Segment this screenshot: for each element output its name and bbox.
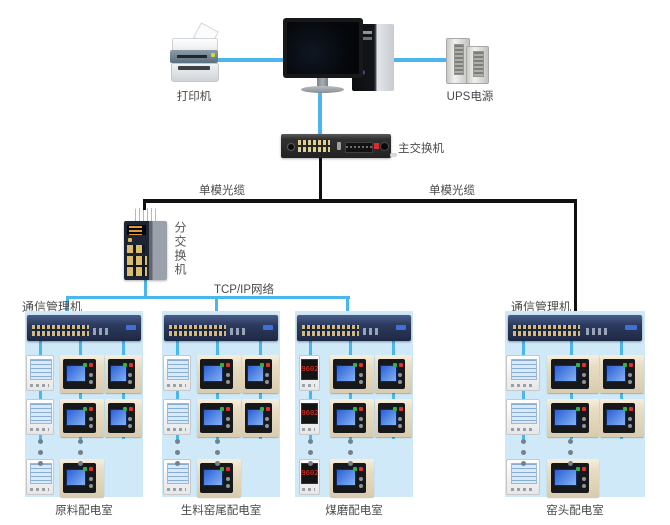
cable-main-switch-to-backbone xyxy=(319,156,322,202)
monitor-icon xyxy=(283,18,363,78)
room-label: 窑头配电室 xyxy=(546,505,604,517)
protection-relay-device xyxy=(600,399,644,437)
fiber-left-label: 单模光缆 xyxy=(199,185,245,197)
bus-drop-room1 xyxy=(66,298,69,315)
cable-pc-to-ups xyxy=(377,58,447,62)
distribution-room-2: 9602 9602 9602 xyxy=(162,311,280,518)
ellipsis-dots xyxy=(307,439,313,472)
comm-manager-device xyxy=(297,315,411,341)
ellipsis-dots xyxy=(520,439,526,472)
sub-switch-label: 分交换机 xyxy=(173,221,187,277)
protection-relay-device xyxy=(105,399,142,437)
room-label: 原料配电室 xyxy=(55,505,113,517)
protection-relay-device xyxy=(330,355,375,393)
printer-led xyxy=(211,53,215,57)
switch-led xyxy=(374,143,379,149)
distribution-room-panel: 9602 9602 9602 xyxy=(295,311,413,497)
comm-manager-ports xyxy=(301,325,359,336)
protection-relay-device xyxy=(105,355,142,393)
protection-relay-device xyxy=(60,399,105,437)
ellipsis-dots xyxy=(347,439,353,472)
power-meter-device: 9602 xyxy=(163,399,192,435)
protection-relay-device xyxy=(375,355,412,393)
protection-relay-device xyxy=(600,355,644,393)
protection-relay-device xyxy=(197,459,242,497)
power-meter-device: 9602 xyxy=(298,355,320,391)
protection-relay-device xyxy=(330,459,375,497)
ups-icon xyxy=(446,38,496,84)
sub-switch-terminal xyxy=(135,208,156,222)
room-label: 煤磨配电室 xyxy=(325,505,383,517)
bus-drop-room2 xyxy=(215,298,218,315)
power-meter-device: 9602 xyxy=(26,355,55,391)
comm-manager-device xyxy=(27,315,141,341)
ellipsis-dots xyxy=(174,439,180,472)
bus-drop-room3 xyxy=(346,298,349,315)
ellipsis-dots xyxy=(214,439,220,472)
printer-icon xyxy=(170,22,219,82)
sub-switch-device xyxy=(124,221,167,280)
protection-relay-device xyxy=(242,399,279,437)
main-switch-device xyxy=(281,134,397,158)
protection-relay-device xyxy=(197,355,242,393)
tcpip-bus xyxy=(66,296,350,299)
cable-pc-to-main-switch xyxy=(318,91,322,136)
comm-manager-ports xyxy=(31,325,89,336)
distribution-room-panel: 9602 9602 9602 xyxy=(25,311,143,497)
power-meter-device: 9602 xyxy=(163,355,192,391)
power-meter-device: 9602 xyxy=(506,355,540,391)
power-meter-device: 9602 xyxy=(506,399,540,435)
protection-relay-device xyxy=(197,399,242,437)
distribution-room-panel: 9602 9602 9602 xyxy=(505,311,645,497)
comm-manager-ports xyxy=(513,325,581,336)
protection-relay-device xyxy=(375,399,412,437)
ellipsis-dots xyxy=(77,439,83,472)
fiber-drop-left xyxy=(143,199,146,210)
fiber-drop-right xyxy=(574,199,577,316)
protection-relay-device xyxy=(60,355,105,393)
power-meter-device: 9602 xyxy=(26,399,55,435)
fiber-right-label: 单模光缆 xyxy=(429,185,475,197)
cable-printer-to-pc xyxy=(218,58,283,62)
monitor-screen xyxy=(287,22,359,74)
ellipsis-dots xyxy=(568,439,574,472)
main-switch-label: 主交换机 xyxy=(398,143,444,155)
protection-relay-device xyxy=(547,355,599,393)
protection-relay-device xyxy=(330,399,375,437)
distribution-room-4: 9602 9602 9602 xyxy=(505,311,645,518)
protection-relay-device xyxy=(547,459,599,497)
comm-manager-device xyxy=(164,315,278,341)
comm-manager-ports xyxy=(168,325,226,336)
protection-relay-device xyxy=(242,355,279,393)
distribution-room-3: 9602 9602 9602 xyxy=(295,311,413,518)
room-label: 生料窑尾配电室 xyxy=(180,505,262,517)
comm-manager-right-label: 通信管理机 xyxy=(511,300,572,314)
printer-band xyxy=(170,50,218,63)
ups-label: UPS电源 xyxy=(446,91,494,103)
protection-relay-device xyxy=(547,399,599,437)
sub-switch-ports xyxy=(127,245,145,253)
printer-label: 打印机 xyxy=(176,91,212,103)
ellipsis-dots xyxy=(37,439,43,472)
distribution-room-1: 9602 9602 9602 xyxy=(25,311,143,518)
power-meter-device: 9602 xyxy=(298,399,320,435)
cable-sub-switch-to-bus xyxy=(144,279,147,298)
sub-switch-ports xyxy=(127,256,147,276)
comm-manager-device xyxy=(507,315,643,341)
switch-ports xyxy=(298,140,330,152)
tcpip-network-label: TCP/IP网络 xyxy=(213,284,275,296)
printer-body xyxy=(171,63,219,82)
fiber-backbone xyxy=(143,199,577,203)
power-meter-device: 9602 xyxy=(298,459,320,495)
distribution-room-panel: 9602 9602 9602 xyxy=(162,311,280,497)
comm-manager-left-label: 通信管理机 xyxy=(22,300,83,314)
